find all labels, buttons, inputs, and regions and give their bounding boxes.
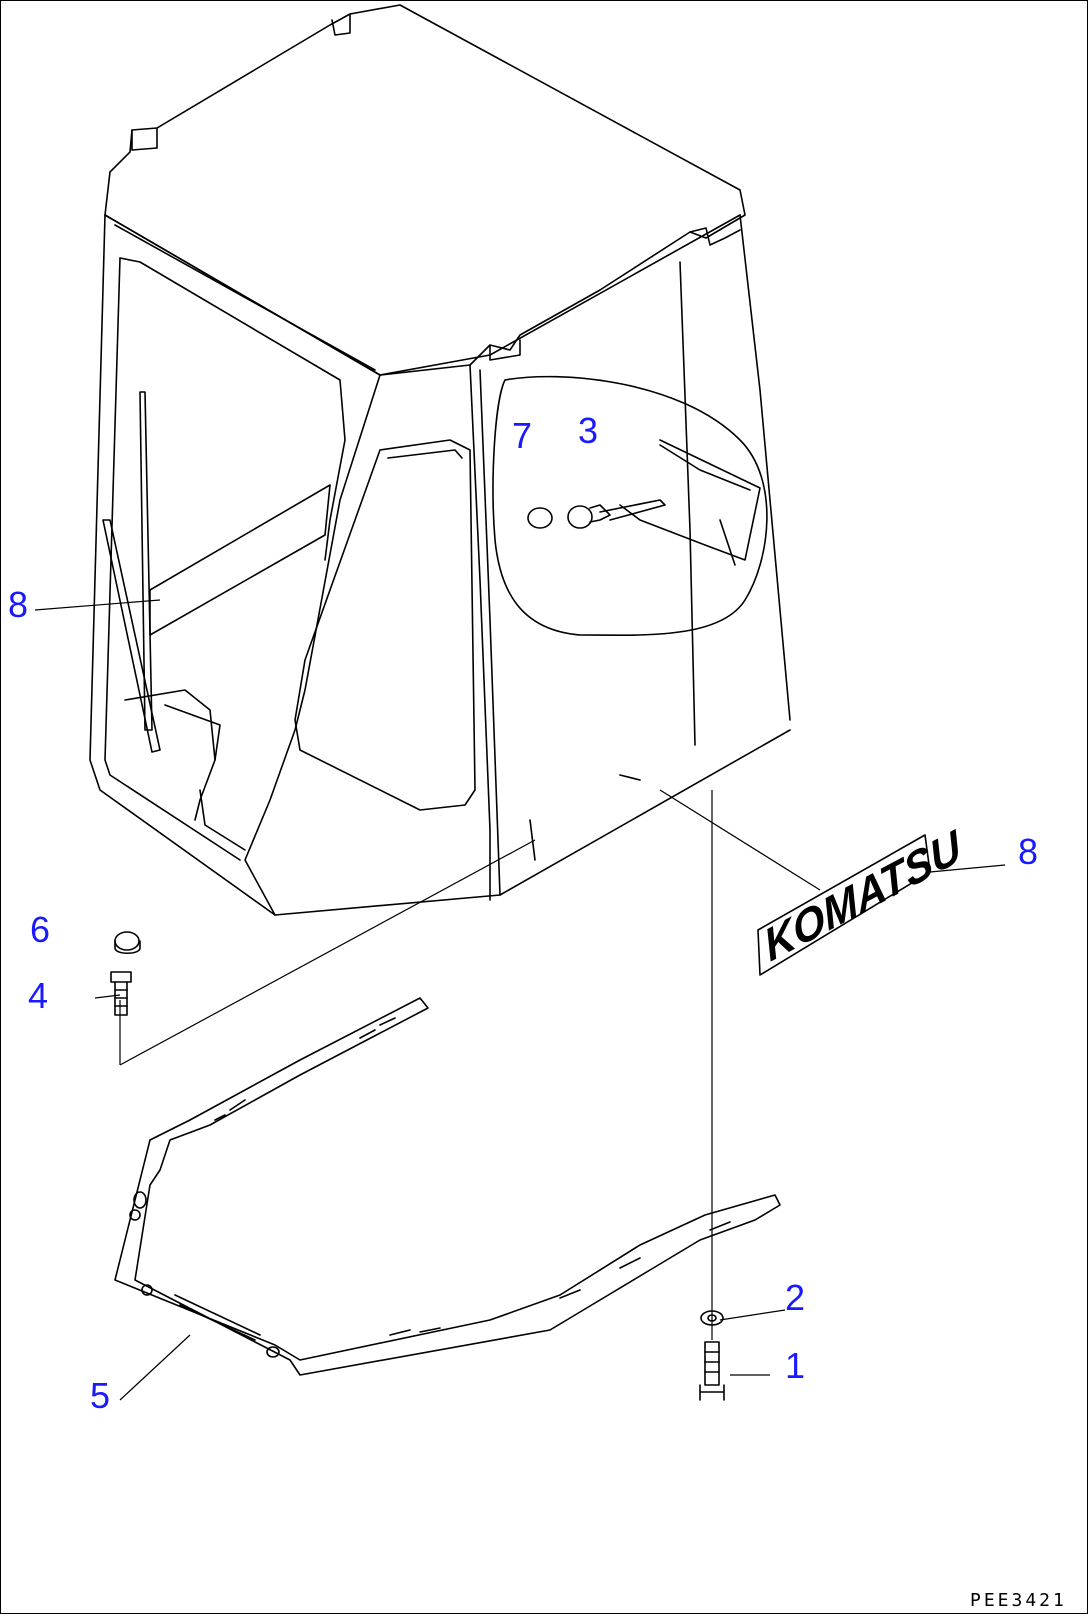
part-4-bolt bbox=[110, 971, 132, 1016]
callout-8-left: 8 bbox=[8, 584, 28, 625]
callout-5: 5 bbox=[90, 1375, 110, 1416]
decal-logo-text: KOMATSU bbox=[759, 820, 968, 971]
callout-7: 7 bbox=[512, 415, 532, 456]
part-1-bolt bbox=[699, 1341, 725, 1401]
leader-lines bbox=[34, 599, 1006, 1401]
komatsu-decal: KOMATSU bbox=[757, 820, 968, 976]
drawing-code: PEE3421 bbox=[970, 1590, 1067, 1611]
part-2-washer bbox=[700, 1310, 724, 1326]
part-5-seal bbox=[114, 997, 781, 1376]
callout-6: 6 bbox=[30, 909, 50, 950]
part-6-cap bbox=[114, 931, 141, 955]
callout-8-right: 8 bbox=[1018, 831, 1038, 872]
callout-4: 4 bbox=[28, 975, 48, 1016]
cab-assembly bbox=[89, 4, 791, 916]
callouts: 8 7 3 8 6 4 2 1 5 bbox=[8, 410, 1038, 1416]
callout-3: 3 bbox=[578, 410, 598, 451]
callout-1: 1 bbox=[785, 1345, 805, 1386]
callout-2: 2 bbox=[785, 1277, 805, 1318]
